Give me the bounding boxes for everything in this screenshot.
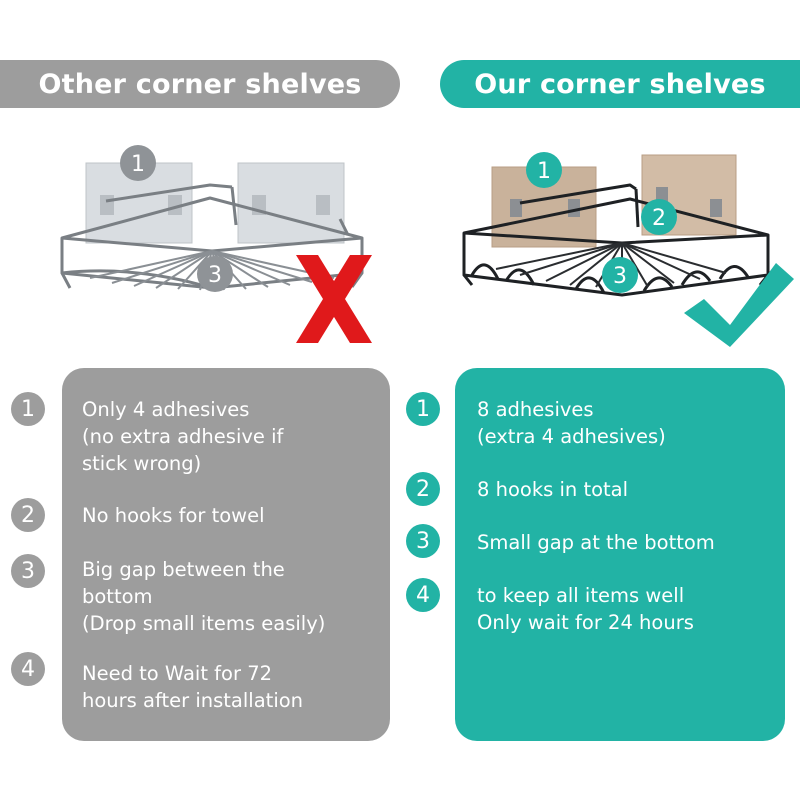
cross-icon <box>296 255 372 343</box>
our-shelves-panel <box>455 368 785 741</box>
our-shelves-title: Our corner shelves <box>474 68 766 100</box>
other-shelves-title: Other corner shelves <box>38 68 362 100</box>
number-badge: 3 <box>406 524 440 558</box>
our-item-4: to keep all items well Only wait for 24 … <box>477 584 694 634</box>
callout-1: 1 <box>537 159 551 184</box>
other-item-1: Only 4 adhesives (no extra adhesive if s… <box>82 398 284 475</box>
other-shelf-illustration: 1 3 <box>0 135 400 365</box>
other-shelves-panel <box>62 368 390 741</box>
our-item-2: 8 hooks in total <box>477 478 629 501</box>
other-item-2: No hooks for towel <box>82 504 265 527</box>
callout-3: 3 <box>208 263 222 288</box>
callout-circle <box>641 199 677 235</box>
callout-circle <box>526 152 562 188</box>
number-badge: 3 <box>11 554 45 588</box>
number-badge: 4 <box>11 652 45 686</box>
callout-circle <box>197 256 233 292</box>
callout-1: 1 <box>131 152 145 177</box>
other-shelves-banner: Other corner shelves <box>0 60 400 108</box>
callout-2: 2 <box>652 206 666 231</box>
callout-circle <box>602 257 638 293</box>
other-item-3: Big gap between the bottom (Drop small i… <box>82 558 326 635</box>
our-shelf-illustration: 1 2 3 <box>400 135 800 365</box>
our-item-3: Small gap at the bottom <box>477 531 715 554</box>
our-shelf-image: 1 2 3 <box>462 152 794 347</box>
number-badge: 4 <box>406 578 440 612</box>
number-badge: 1 <box>406 392 440 426</box>
our-item-1: 8 adhesives (extra 4 adhesives) <box>477 398 666 448</box>
our-shelves-banner: Our corner shelves <box>440 60 800 108</box>
other-item-4: Need to Wait for 72 hours after installa… <box>82 662 304 712</box>
other-shelf-image: 1 3 <box>60 145 372 343</box>
number-badge: 1 <box>11 392 45 426</box>
number-badge: 2 <box>406 472 440 506</box>
number-badge: 2 <box>11 498 45 532</box>
callout-circle <box>120 145 156 181</box>
checkmark-icon <box>684 263 794 347</box>
callout-3: 3 <box>613 264 627 289</box>
